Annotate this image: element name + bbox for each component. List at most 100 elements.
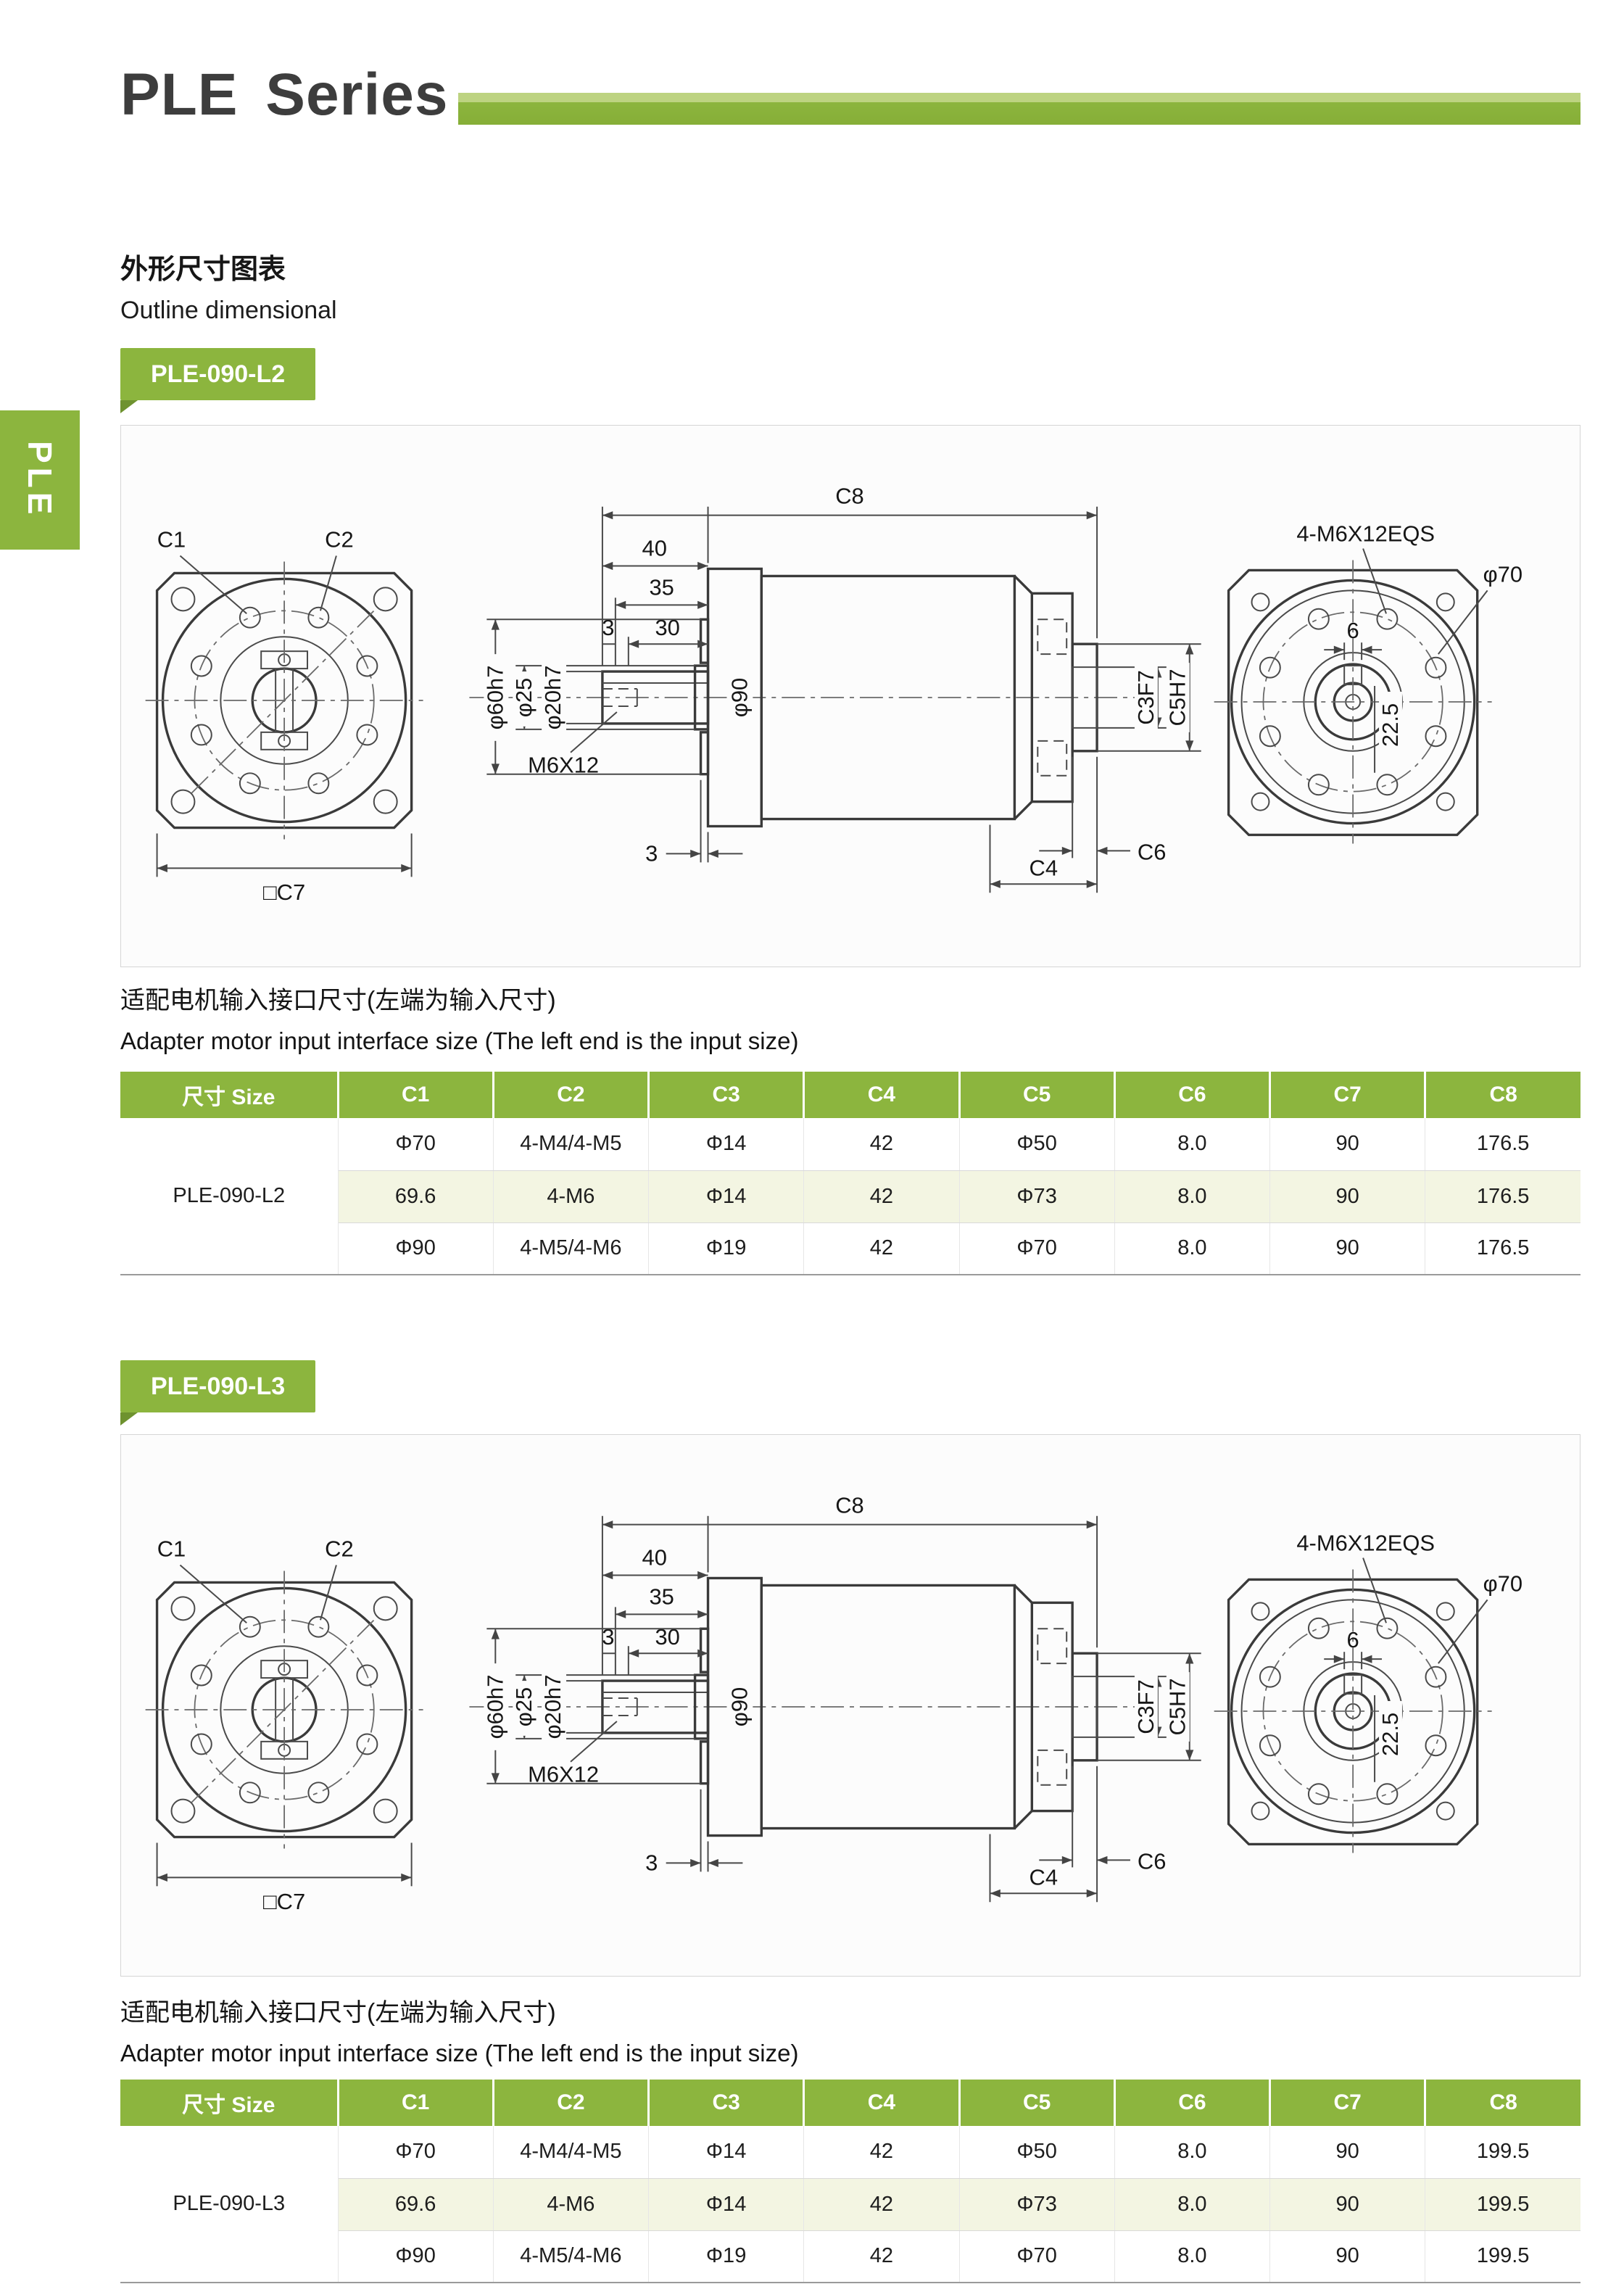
- col-header-c2: C2: [493, 1072, 650, 1118]
- table-cell: 8.0: [1114, 2126, 1271, 2179]
- table-cell: 8.0: [1114, 1222, 1271, 1275]
- col-header-c4: C4: [803, 2080, 961, 2126]
- dim-label-c5h7: C5H7: [1165, 669, 1190, 726]
- side-tab-ple: PLE: [0, 410, 80, 550]
- table-cell: 8.0: [1114, 1170, 1271, 1223]
- table-cell: Φ70: [338, 2126, 494, 2179]
- table-cell: 90: [1269, 1170, 1426, 1223]
- section-heading-en: Outline dimensional: [120, 297, 337, 324]
- table-row: Φ90 4-M5/4-M6 Φ19 42 Φ70 8.0 90 176.5: [120, 1222, 1580, 1275]
- table-cell: Φ90: [338, 2230, 494, 2283]
- dim-label-c8: C8: [835, 484, 864, 509]
- dim-label-4-m6x12eqs: 4-M6X12EQS: [1296, 521, 1435, 547]
- table-note-l3: 适配电机输入接口尺寸(左端为输入尺寸) Adapter motor input …: [120, 1993, 798, 2067]
- section-heading-zh: 外形尺寸图表: [120, 255, 286, 285]
- table-cell: 4-M6: [493, 2178, 650, 2231]
- table-cell: Φ70: [959, 1222, 1115, 1275]
- table-note-zh: 适配电机输入接口尺寸(左端为输入尺寸): [120, 987, 556, 1014]
- table-cell: 90: [1269, 2126, 1426, 2179]
- section-heading: 外形尺寸图表 Outline dimensional: [120, 247, 337, 325]
- outline-drawing-box-l3: [120, 1434, 1580, 1977]
- table-cell: 8.0: [1114, 2230, 1271, 2283]
- dim-label-c2: C2: [325, 527, 354, 553]
- table-note-en: Adapter motor input interface size (The …: [120, 1027, 799, 1054]
- dim-label-35: 35: [650, 574, 674, 600]
- dim-label-22-5: 22.5: [1378, 703, 1403, 747]
- table-cell: Φ14: [648, 2178, 805, 2231]
- col-header-size: 尺寸 Size: [120, 2080, 339, 2126]
- table-cell: 90: [1269, 2178, 1426, 2231]
- table-header-row: 尺寸 Size C1 C2 C3 C4 C5 C6 C7 C8: [120, 2080, 1580, 2126]
- col-header-c5: C5: [959, 2080, 1116, 2126]
- table-cell: 199.5: [1425, 2126, 1580, 2179]
- section-view: C8 40 35 3 30: [469, 484, 1201, 893]
- dim-label-d60h7: φ60h7: [482, 666, 508, 730]
- table-cell: 90: [1269, 2230, 1426, 2283]
- model-badge-l2: PLE-090-L2: [120, 348, 316, 413]
- table-cell: 42: [803, 2230, 960, 2283]
- col-header-c4: C4: [803, 1072, 961, 1118]
- table-row: Φ90 4-M5/4-M6 Φ19 42 Φ70 8.0 90 199.5: [120, 2230, 1580, 2283]
- outline-drawing-box-l2: C1 C2 □C7: [120, 425, 1580, 967]
- model-badge-l3: PLE-090-L3: [120, 1360, 316, 1426]
- col-header-c7: C7: [1269, 1072, 1427, 1118]
- outline-drawing-l2: C1 C2 □C7: [145, 484, 1522, 905]
- table-cell: Φ90: [338, 1222, 494, 1275]
- col-header-c3: C3: [648, 2080, 805, 2126]
- dim-label-d20h7: φ20h7: [540, 666, 566, 730]
- table-cell: 42: [803, 2178, 960, 2231]
- model-cell: PLE-090-L3: [120, 2126, 339, 2283]
- dimension-table-l2: 尺寸 Size C1 C2 C3 C4 C5 C6 C7 C8 PLE-090-…: [120, 1072, 1580, 1275]
- table-note-l2: 适配电机输入接口尺寸(左端为输入尺寸) Adapter motor input …: [120, 980, 798, 1055]
- col-header-c6: C6: [1114, 2080, 1272, 2126]
- table-cell: 69.6: [338, 1170, 494, 1223]
- col-header-c2: C2: [493, 2080, 650, 2126]
- col-header-c7: C7: [1269, 2080, 1427, 2126]
- dim-label-c6: C6: [1138, 839, 1167, 864]
- table-header-row: 尺寸 Size C1 C2 C3 C4 C5 C6 C7 C8: [120, 1072, 1580, 1118]
- dim-label-m6x12: M6X12: [528, 753, 599, 778]
- model-cell: PLE-090-L2: [120, 1118, 339, 1275]
- table-note-en: Adapter motor input interface size (The …: [120, 2040, 799, 2066]
- dim-label-d90: φ90: [726, 678, 752, 717]
- dim-label-40: 40: [642, 536, 667, 561]
- gearbox-drawing: C1 C2 □C7: [145, 484, 1522, 905]
- col-header-c8: C8: [1425, 1072, 1580, 1118]
- col-header-c3: C3: [648, 1072, 805, 1118]
- model-badge-label: PLE-090-L2: [151, 360, 286, 388]
- table-cell: 42: [803, 1118, 960, 1171]
- table-row: 69.6 4-M6 Φ14 42 Φ73 8.0 90 176.5: [120, 1170, 1580, 1223]
- table-cell: 42: [803, 1222, 960, 1275]
- col-header-c1: C1: [338, 1072, 494, 1118]
- dim-label-d25: φ25: [511, 678, 536, 717]
- table-cell: 90: [1269, 1222, 1426, 1275]
- table-cell: Φ14: [648, 1170, 805, 1223]
- side-tab-label: PLE: [21, 441, 59, 519]
- table-cell: 42: [803, 2126, 960, 2179]
- col-header-c8: C8: [1425, 2080, 1580, 2126]
- table-cell: 199.5: [1425, 2230, 1580, 2283]
- table-cell: Φ19: [648, 1222, 805, 1275]
- dim-label-c4: C4: [1030, 855, 1058, 880]
- col-header-c6: C6: [1114, 1072, 1272, 1118]
- table-cell: 8.0: [1114, 1118, 1271, 1171]
- dim-label-6: 6: [1347, 618, 1359, 643]
- table-cell: 90: [1269, 1118, 1426, 1171]
- table-cell: Φ14: [648, 1118, 805, 1171]
- dimension-table-l3: 尺寸 Size C1 C2 C3 C4 C5 C6 C7 C8 PLE-090-…: [120, 2080, 1580, 2283]
- page-title: PLE Series: [120, 62, 449, 128]
- dim-label-c1: C1: [157, 527, 186, 553]
- title-accent-bar: [458, 93, 1580, 125]
- table-cell: Φ73: [959, 2178, 1115, 2231]
- dim-label-d70: φ70: [1483, 561, 1522, 587]
- table-row: PLE-090-L3 Φ70 4-M4/4-M5 Φ14 42 Φ50 8.0 …: [120, 2126, 1580, 2283]
- col-header-size: 尺寸 Size: [120, 1072, 339, 1118]
- table-cell: 4-M6: [493, 1170, 650, 1223]
- table-cell: Φ14: [648, 2126, 805, 2179]
- table-cell: 8.0: [1114, 2178, 1271, 2231]
- table-cell: 69.6: [338, 2178, 494, 2231]
- model-badge-label: PLE-090-L3: [151, 1373, 286, 1400]
- dim-label-c3f7: C3F7: [1133, 670, 1159, 725]
- dim-label-3-bottom: 3: [645, 840, 658, 866]
- front-view: C1 C2 □C7: [145, 527, 423, 905]
